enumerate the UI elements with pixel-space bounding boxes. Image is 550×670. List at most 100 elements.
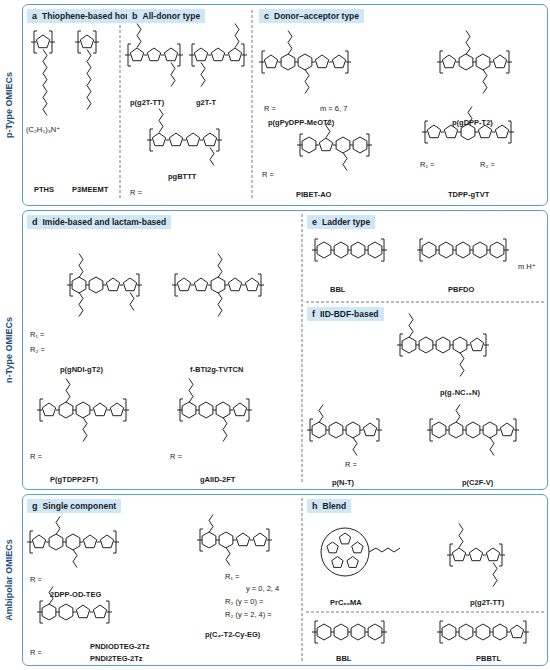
bond (504, 250, 509, 251)
bond (316, 145, 319, 146)
substituent-label: R = (264, 104, 276, 113)
substituent-label: R₁ = (30, 330, 44, 339)
panel-letter: a (32, 11, 37, 21)
bond (37, 612, 42, 613)
hexagon-ring (368, 242, 382, 258)
thiophene-ring (228, 278, 241, 291)
side-chain (210, 148, 214, 166)
panel-letter: g (32, 501, 38, 511)
bond (416, 345, 419, 346)
thiophene-ring (93, 403, 106, 416)
bond (216, 540, 219, 541)
bond (490, 62, 493, 63)
side-chain (73, 550, 77, 568)
bond (225, 285, 228, 286)
compound-name: P(gTDPP2FT) (50, 475, 98, 484)
hexagon-ring (89, 277, 103, 293)
bond (183, 140, 186, 141)
side-chain (466, 31, 470, 55)
thiophene-ring (106, 278, 119, 291)
side-chain (218, 254, 222, 278)
thiophene-ring (100, 535, 113, 548)
hexagon-ring (281, 54, 295, 70)
thiophene-ring (470, 338, 483, 351)
panel-letter: e (312, 217, 317, 227)
bond (73, 410, 76, 411)
bond (197, 540, 202, 541)
substituent-label: m H⁺ (518, 262, 536, 271)
thiophene-ring (228, 48, 241, 61)
bond (278, 62, 281, 63)
bond (120, 285, 123, 286)
bond (166, 140, 169, 141)
thiophene-ring (42, 403, 55, 416)
bond (456, 62, 459, 63)
thiophene-ring (500, 423, 513, 436)
hexagon-ring (449, 422, 463, 438)
panel-title: Ladder type (322, 217, 370, 227)
thiophene-ring (80, 35, 93, 48)
bond (200, 140, 203, 141)
bond (480, 430, 483, 431)
compound-name: PNDI2TEG-2Tz (90, 654, 143, 663)
bond (125, 55, 130, 56)
bond (360, 430, 363, 431)
bond (436, 250, 439, 251)
bond (75, 42, 80, 43)
bond (437, 62, 442, 63)
section-label: p-Type OMIECs (4, 72, 14, 138)
bond (242, 55, 247, 56)
fullerene-face (332, 557, 343, 568)
bond (487, 250, 490, 251)
bond (497, 430, 500, 431)
bond (507, 632, 510, 633)
compound-name: PBBTL (476, 654, 501, 663)
substituent-label: R = (30, 452, 42, 461)
hexagon-ring (459, 624, 473, 640)
side-chain (137, 24, 141, 48)
bond (213, 410, 216, 411)
bond (524, 632, 529, 633)
side-chain (209, 515, 213, 533)
thiophene-ring (169, 133, 182, 146)
panel-header: g Single component (27, 499, 121, 513)
panel-header: e Ladder type (307, 215, 375, 229)
panel-title: Single component (43, 501, 117, 511)
substituent-label: R₁ = (420, 160, 434, 169)
bond (37, 410, 42, 411)
hexagon-ring (439, 242, 453, 258)
compound-name: TDPP-gTVT (448, 190, 489, 199)
section-label: n-Type OMIECs (4, 317, 14, 383)
panel-title: IID-BDF-based (320, 309, 379, 319)
side-chain (218, 293, 222, 317)
thiophene-ring (486, 548, 499, 561)
bond (107, 612, 112, 613)
bond (247, 410, 252, 411)
compound-name: BBL (336, 654, 351, 663)
bond (463, 430, 466, 431)
hexagon-ring (351, 624, 365, 640)
thiophene-ring (427, 125, 440, 138)
bond (475, 132, 478, 133)
bond (456, 632, 459, 633)
hexagon-ring (59, 402, 73, 418)
thiophene-ring (469, 548, 482, 561)
hexagon-ring (49, 534, 63, 550)
bond (446, 430, 449, 431)
hexagon-ring (351, 242, 365, 258)
compound-name: f-BTI2g-TVTCN (190, 365, 243, 374)
bond (307, 430, 312, 431)
bond (470, 250, 473, 251)
bond (208, 285, 211, 286)
compound-name: PNDIODTEG-2Tz (90, 642, 150, 651)
bond (124, 410, 129, 411)
bond (297, 145, 302, 146)
bond (56, 410, 59, 411)
thiophene-ring (93, 605, 106, 618)
compound-name: p(gNDI-gT2) (60, 365, 103, 374)
compound-name: PTHS (34, 185, 54, 194)
bond (114, 542, 119, 543)
bond (422, 132, 427, 133)
hexagon-ring (334, 624, 348, 640)
hexagon-ring (199, 402, 213, 418)
